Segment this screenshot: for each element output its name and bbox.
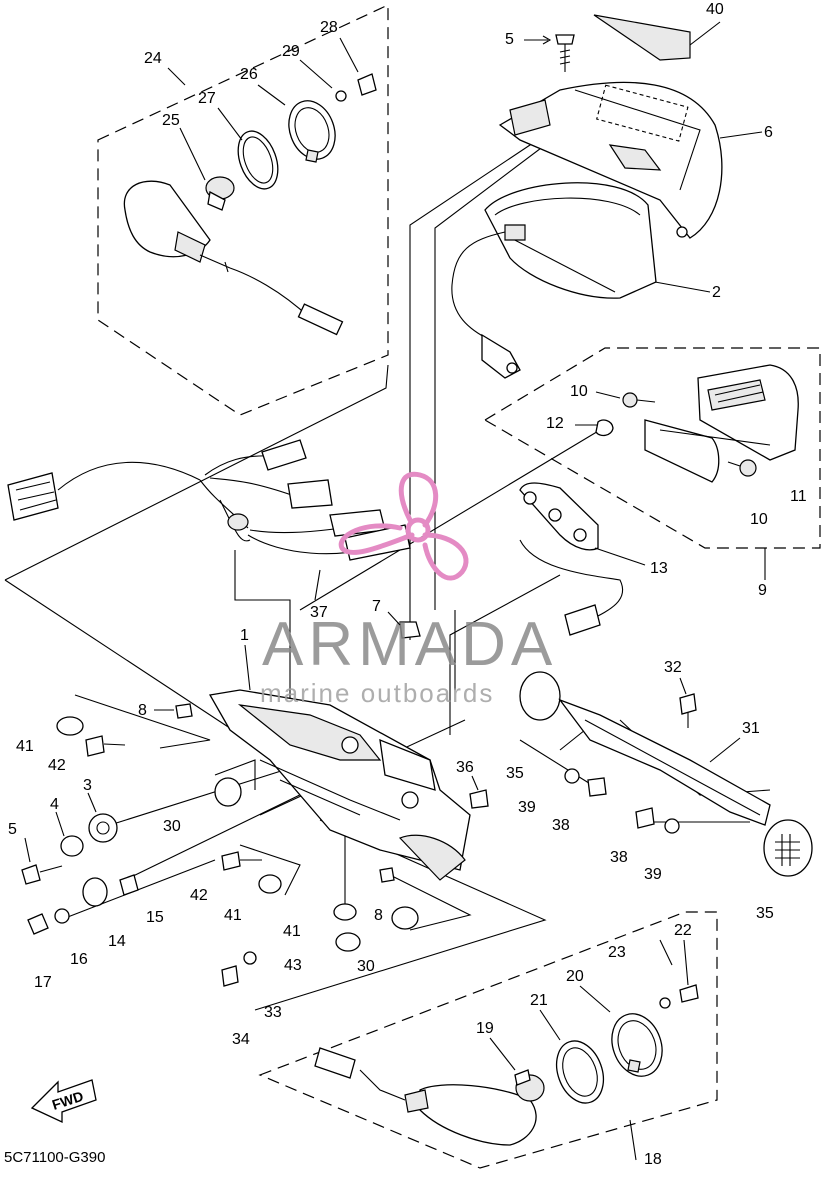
diagram-code: 5C71100-G390	[4, 1149, 105, 1166]
group-9-box	[483, 347, 821, 549]
callout-22: 22	[674, 922, 692, 939]
callout-29: 29	[282, 43, 300, 60]
callout-26: 26	[240, 66, 258, 83]
callout-39-left: 39	[518, 799, 536, 816]
callout-14: 14	[108, 933, 126, 950]
callout-24: 24	[144, 50, 162, 67]
rear-frame-bracket	[175, 621, 489, 883]
armada-watermark: ARMADA marine outboards	[260, 471, 557, 708]
callout-4: 4	[50, 796, 59, 813]
callout-20: 20	[566, 968, 584, 985]
tail-light-assembly	[451, 14, 723, 379]
callout-30-bottom: 30	[357, 958, 375, 975]
watermark-tagline: marine outboards	[260, 678, 494, 708]
callout-27: 27	[198, 90, 216, 107]
callout-5-left: 5	[8, 821, 17, 838]
callout-23: 23	[608, 944, 626, 961]
callout-43: 43	[284, 957, 302, 974]
reflector-stay-assembly	[519, 671, 813, 877]
group-18-box	[258, 911, 718, 1169]
group-24-box	[97, 4, 389, 416]
callout-11: 11	[790, 488, 807, 505]
callout-34: 34	[232, 1031, 250, 1048]
hardware-left	[21, 716, 419, 987]
callout-35-right: 35	[756, 905, 774, 922]
rear-flasher-left-assembly	[123, 73, 377, 336]
callout-21: 21	[530, 992, 548, 1009]
callout-28: 28	[320, 19, 338, 36]
callout-19: 19	[476, 1020, 494, 1037]
fwd-arrow-icon: FWD	[30, 1079, 97, 1124]
wire-harness-assembly	[7, 439, 411, 561]
callout-2: 2	[712, 284, 721, 301]
callout-35-left: 35	[506, 765, 524, 782]
callout-labels: 1 2 3 4 5 5 6 7 8 8 9 10 10 11 12 13 14 …	[8, 1, 807, 1168]
callout-10-top: 10	[570, 383, 588, 400]
callout-9: 9	[758, 582, 767, 599]
callout-7: 7	[372, 598, 381, 615]
callout-40: 40	[706, 1, 724, 18]
callout-41-center: 41	[224, 907, 242, 924]
callout-10-bottom: 10	[750, 511, 768, 528]
callout-31: 31	[742, 720, 760, 737]
callout-25: 25	[162, 112, 180, 129]
callout-8-left: 8	[138, 702, 147, 719]
callout-37: 37	[310, 604, 328, 621]
callout-18: 18	[644, 1151, 662, 1168]
callout-38-right: 38	[610, 849, 628, 866]
callout-41-bottom: 41	[283, 923, 301, 940]
license-light-assembly	[519, 364, 799, 636]
callout-16: 16	[70, 951, 88, 968]
watermark-brand: ARMADA	[262, 610, 557, 679]
callout-5-top: 5	[505, 31, 514, 48]
callout-6: 6	[764, 124, 773, 141]
callout-30-left: 30	[163, 818, 181, 835]
callout-leaders	[24, 35, 766, 1161]
callout-33: 33	[264, 1004, 282, 1021]
callout-17: 17	[34, 974, 52, 991]
rear-flasher-right-assembly	[314, 984, 699, 1146]
propeller-logo-icon	[338, 471, 469, 581]
callout-12: 12	[546, 415, 564, 432]
callout-42-center: 42	[190, 887, 208, 904]
callout-3: 3	[83, 777, 92, 794]
callout-32: 32	[664, 659, 682, 676]
callout-15: 15	[146, 909, 164, 926]
callout-13: 13	[650, 560, 668, 577]
callout-42-left: 42	[48, 757, 66, 774]
callout-39-right: 39	[644, 866, 662, 883]
callout-36: 36	[456, 759, 474, 776]
callout-8-bottom: 8	[374, 907, 383, 924]
callout-38-left: 38	[552, 817, 570, 834]
callout-41-left: 41	[16, 738, 34, 755]
callout-1: 1	[240, 627, 249, 644]
